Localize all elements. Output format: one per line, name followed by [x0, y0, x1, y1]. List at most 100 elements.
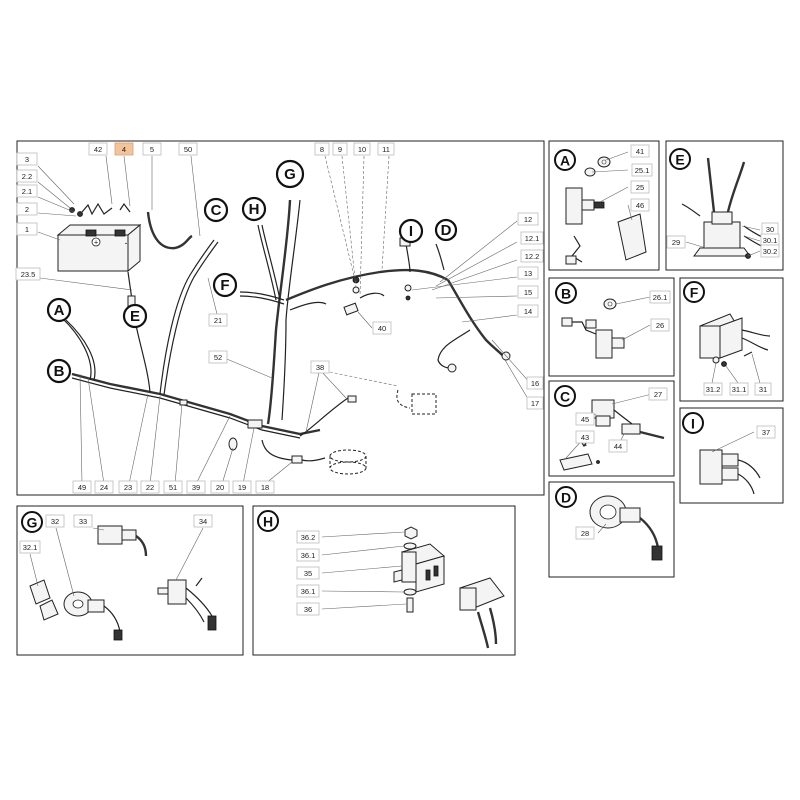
svg-text:I: I	[409, 223, 413, 240]
callout-g: G	[275, 159, 305, 189]
part-label-text: 36	[304, 605, 312, 614]
svg-text:B: B	[561, 286, 571, 302]
part-label: 23	[118, 480, 138, 494]
part-label: 2.2	[16, 169, 38, 183]
part-label: 20	[210, 480, 230, 494]
part-label: 29	[666, 235, 686, 249]
part-label: 36.2	[296, 530, 320, 544]
svg-text:C: C	[211, 202, 222, 219]
detail-d-parts	[589, 495, 663, 561]
callout-i: I	[398, 218, 424, 244]
part-label: 18	[255, 480, 275, 494]
part-label-text: 25.1	[635, 166, 650, 175]
part-label-text: 17	[531, 399, 539, 408]
part-label: 30.2	[760, 244, 780, 258]
part-label: 9	[332, 142, 348, 156]
part-label-text: 1	[25, 225, 29, 234]
panel-h	[252, 505, 516, 656]
part-label-text: 21	[214, 316, 222, 325]
part-label: 42	[88, 142, 108, 156]
detail-h-leaders	[321, 531, 407, 610]
panel-title-d: D	[555, 486, 577, 508]
part-label-text: 2.1	[22, 187, 32, 196]
panel-g	[16, 505, 244, 656]
part-label: 33	[73, 514, 93, 528]
part-label-text: 34	[199, 517, 207, 526]
part-label: 1	[16, 222, 38, 236]
part-label: 36	[296, 602, 320, 616]
panel-title-c: C	[554, 385, 576, 407]
part-label-text: 32.1	[23, 543, 38, 552]
part-label-text: 43	[581, 433, 589, 442]
part-label: 10	[353, 142, 371, 156]
part-label-text: 46	[636, 201, 644, 210]
part-label: 32.1	[19, 540, 41, 554]
svg-text:G: G	[27, 515, 38, 531]
part-label: 50	[178, 142, 198, 156]
panel-main	[16, 140, 545, 496]
part-label-text: 23.5	[21, 270, 36, 279]
part-label-text: 30.1	[763, 236, 778, 245]
part-label: 51	[163, 480, 183, 494]
part-label-text: 20	[216, 483, 224, 492]
part-label: 31	[754, 382, 772, 396]
detail-g-parts	[29, 525, 217, 641]
detail-d-leaders	[597, 523, 607, 534]
part-label-text: 29	[672, 238, 680, 247]
part-label: 4	[114, 142, 134, 156]
part-label: 36.1	[296, 584, 320, 598]
part-label: 41	[630, 144, 650, 158]
part-label: 38	[310, 360, 330, 374]
part-label-text: 26.1	[653, 293, 668, 302]
panel-title-g: G	[21, 511, 43, 533]
part-label: 30	[761, 222, 779, 236]
part-label: 14	[517, 304, 539, 318]
svg-text:G: G	[284, 166, 296, 183]
part-label-text: 30	[766, 225, 774, 234]
part-label-text: 4	[122, 145, 126, 154]
part-label-text: 13	[524, 269, 532, 278]
part-label-text: 26	[656, 321, 664, 330]
callout-d: D	[434, 218, 458, 242]
part-label-text: 9	[338, 145, 342, 154]
part-label-text: 32	[51, 517, 59, 526]
part-label-text: 2.2	[22, 172, 32, 181]
part-label: 49	[72, 480, 92, 494]
part-label-text: 31.1	[732, 385, 747, 394]
svg-text:C: C	[560, 389, 570, 405]
part-label: 25	[630, 180, 650, 194]
part-label: 25.1	[631, 163, 653, 177]
part-label-text: 51	[169, 483, 177, 492]
svg-text:+: +	[94, 240, 98, 247]
part-label: 24	[94, 480, 114, 494]
detail-f-parts	[699, 313, 771, 367]
detail-f-leaders	[711, 353, 761, 384]
part-label-text: 25	[636, 183, 644, 192]
detail-i-parts	[699, 449, 761, 495]
part-label: 32	[45, 514, 65, 528]
part-label: 12	[517, 212, 539, 226]
part-label: 39	[186, 480, 206, 494]
part-label-text: 36.1	[301, 551, 316, 560]
detail-c-parts	[559, 399, 665, 471]
part-label-text: 14	[524, 307, 532, 316]
part-label: 44	[608, 439, 628, 453]
part-label-text: 45	[581, 415, 589, 424]
part-label: 30.1	[760, 233, 780, 247]
part-label-text: 31.2	[706, 385, 721, 394]
panel-title-a: A	[554, 149, 576, 171]
part-label-text: 39	[192, 483, 200, 492]
part-label: 31.2	[703, 382, 723, 396]
part-label-text: 30.2	[763, 247, 778, 256]
svg-text:-: -	[125, 239, 128, 248]
part-label: 45	[575, 412, 595, 426]
main-harness: + -	[56, 199, 511, 475]
detail-b-leaders	[615, 296, 651, 341]
part-label: 34	[193, 514, 213, 528]
part-label-text: 36.2	[301, 533, 316, 542]
part-label-text: 31	[759, 385, 767, 394]
panel-title-h: H	[257, 510, 279, 532]
